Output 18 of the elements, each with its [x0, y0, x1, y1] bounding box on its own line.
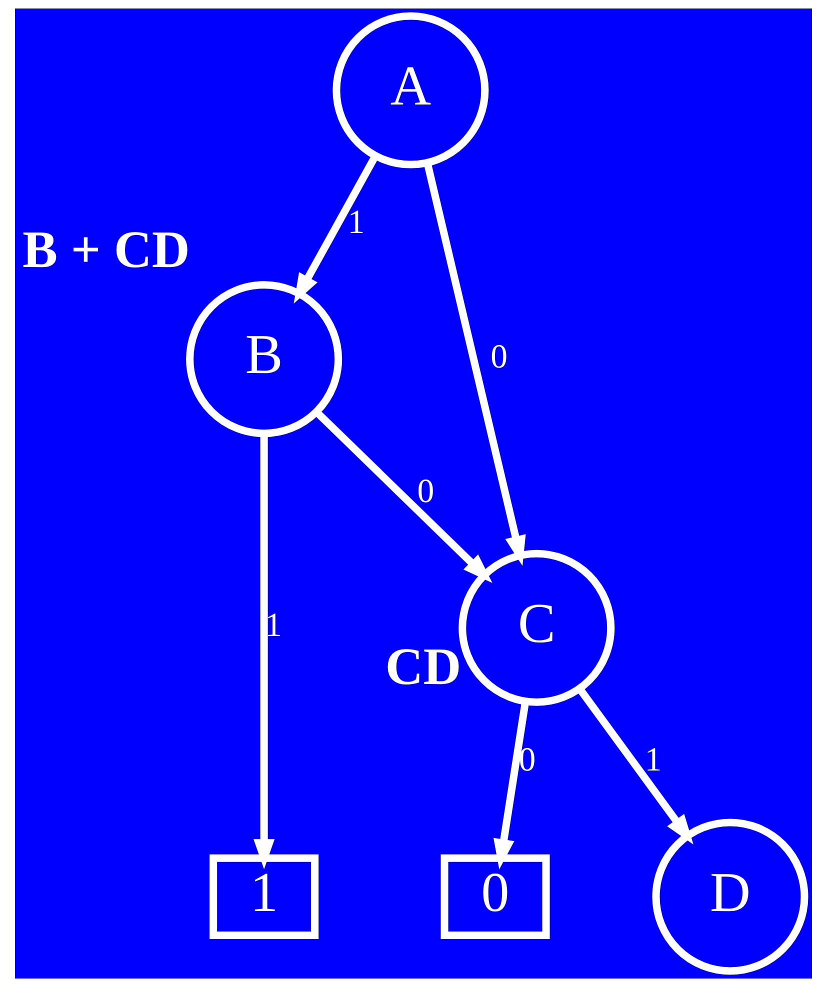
node-circle: D — [652, 818, 808, 975]
node-circle: A — [332, 12, 489, 168]
node-box: 0 — [440, 854, 550, 939]
node-label: CD — [385, 638, 462, 696]
edge-label: 1 — [265, 607, 282, 644]
arrow — [424, 162, 526, 566]
edge-label: 0 — [518, 742, 536, 779]
node-box: 1 — [210, 854, 319, 939]
arrow — [314, 409, 492, 584]
node-label: B + CD — [22, 220, 190, 279]
arrow — [576, 686, 694, 844]
edge-label: 1 — [644, 742, 662, 779]
edge-label: 0 — [490, 338, 508, 376]
edge-label: 1 — [348, 204, 365, 241]
arrow — [294, 154, 378, 304]
edge-label: 0 — [417, 472, 434, 510]
node-circle: C — [458, 550, 615, 706]
node-circle: B — [186, 281, 342, 438]
